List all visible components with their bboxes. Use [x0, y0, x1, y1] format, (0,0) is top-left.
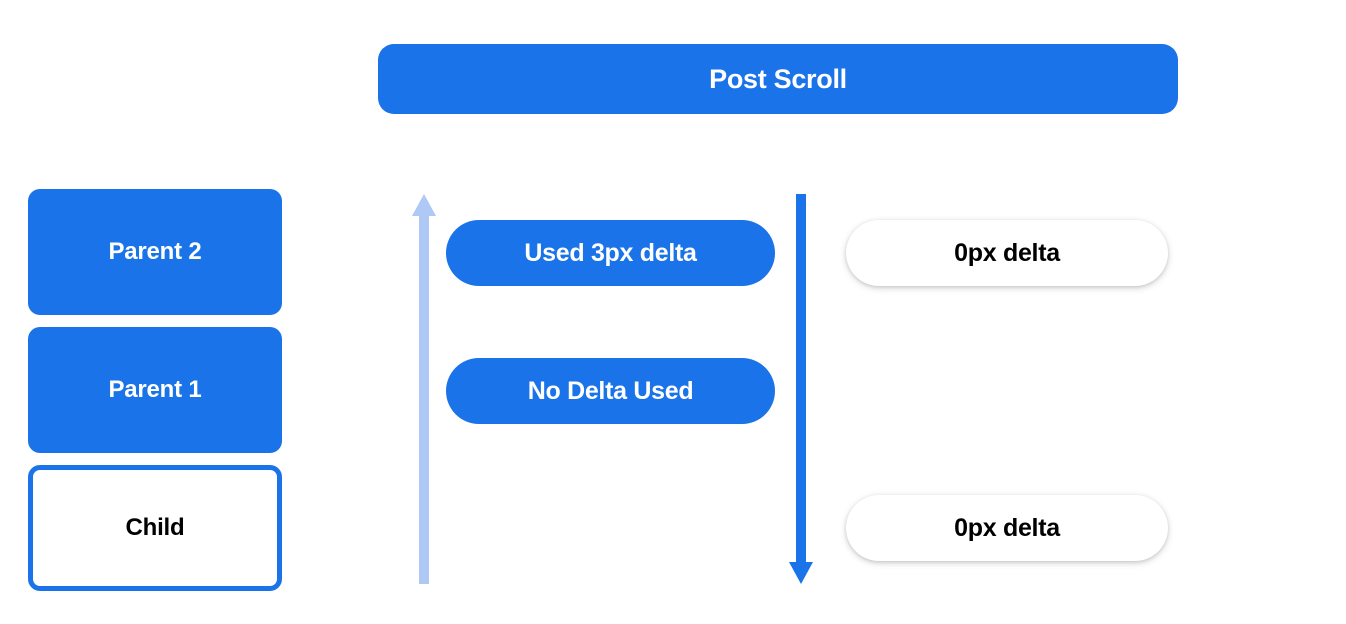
delta-pill-no-delta-used-label: No Delta Used [527, 376, 694, 405]
delta-pill-used-3px: Used 3px delta [446, 220, 775, 286]
stack-box-parent-2: Parent 2 [28, 189, 282, 315]
stack-box-child-label: Child [125, 514, 185, 541]
result-pill-top: 0px delta [846, 220, 1168, 286]
scroll-up-arrow-icon [412, 194, 436, 584]
delta-pill-used-3px-label: Used 3px delta [524, 238, 697, 267]
stack-box-parent-2-label: Parent 2 [108, 238, 202, 265]
result-pill-bottom-label: 0px delta [954, 513, 1060, 542]
stack-box-child: Child [28, 465, 282, 591]
delta-pill-no-delta-used: No Delta Used [446, 358, 775, 424]
result-pill-bottom: 0px delta [846, 495, 1168, 561]
post-scroll-banner: Post Scroll [378, 44, 1178, 114]
result-pill-top-label: 0px delta [954, 238, 1060, 267]
stack-box-parent-1-label: Parent 1 [108, 376, 202, 403]
scroll-down-arrow-icon [789, 194, 813, 584]
stack-box-parent-1: Parent 1 [28, 327, 282, 453]
post-scroll-banner-label: Post Scroll [709, 63, 847, 94]
